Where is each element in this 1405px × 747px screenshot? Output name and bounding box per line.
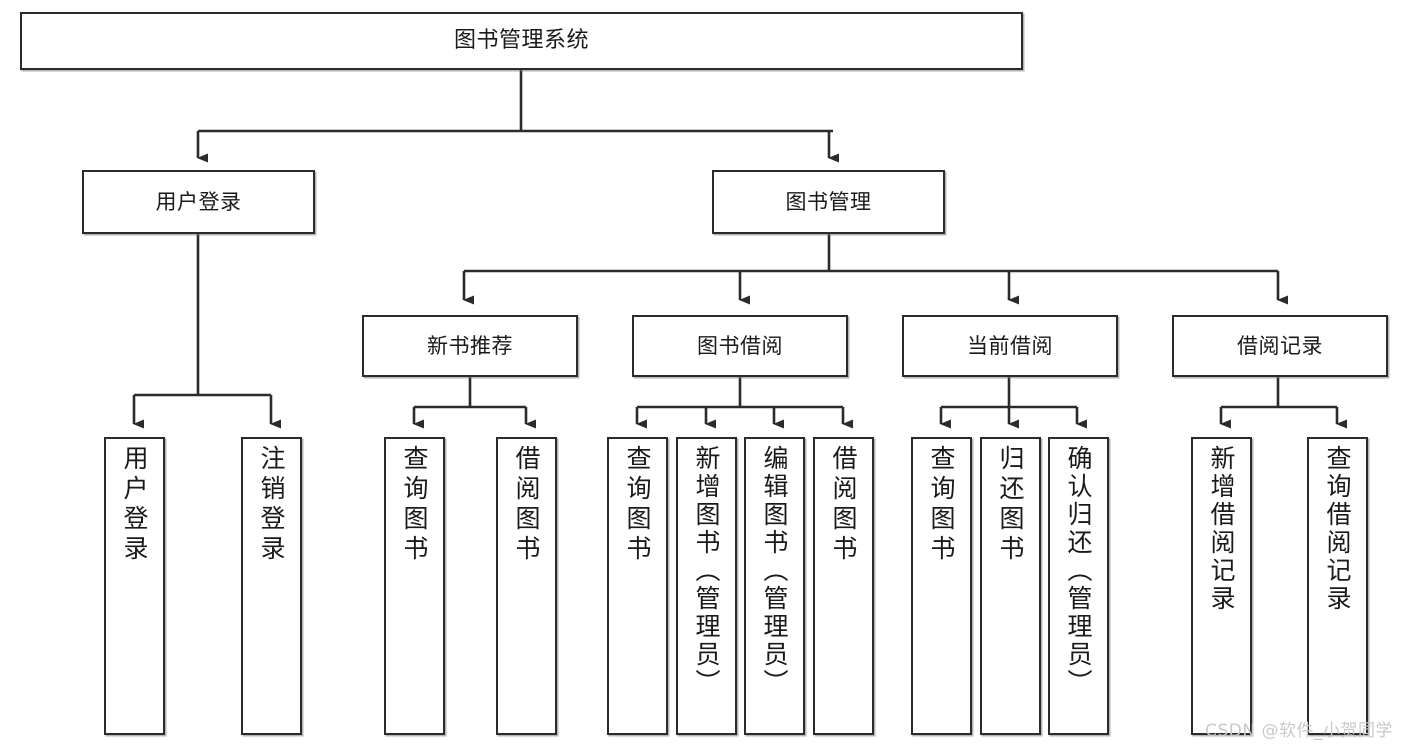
node-label: 借阅记录 xyxy=(1237,333,1323,358)
node-leaf-logout[interactable]: 注销登录 xyxy=(241,437,302,735)
node-leaf-edit-book[interactable]: 编辑图书（管理员） xyxy=(744,437,805,735)
node-leaf-query-record[interactable]: 查询借阅记录 xyxy=(1307,437,1368,735)
node-leaf-query-book-2[interactable]: 查询图书 xyxy=(607,437,668,735)
node-label: 图书管理系统 xyxy=(453,28,589,54)
node-label: 图书借阅 xyxy=(697,333,783,358)
node-label: 注销登录 xyxy=(257,445,286,565)
node-current-borrow[interactable]: 当前借阅 xyxy=(902,315,1118,377)
node-leaf-query-book-1[interactable]: 查询图书 xyxy=(384,437,445,735)
node-leaf-borrow-book-2[interactable]: 借阅图书 xyxy=(813,437,874,735)
node-user-login[interactable]: 用户登录 xyxy=(82,170,315,234)
node-label: 用户登录 xyxy=(155,189,242,214)
node-label: 图书管理 xyxy=(785,189,872,214)
node-label: 确认归还（管理员） xyxy=(1064,445,1093,697)
node-label: 查询借阅记录 xyxy=(1323,445,1352,613)
node-label: 新书推荐 xyxy=(427,333,513,358)
node-label: 用户登录 xyxy=(120,445,149,565)
node-leaf-add-record[interactable]: 新增借阅记录 xyxy=(1191,437,1252,735)
node-leaf-confirm-return[interactable]: 确认归还（管理员） xyxy=(1048,437,1109,735)
csdn-watermark: CSDN @软件_小贺同学 xyxy=(1205,721,1393,741)
node-new-book-recommend[interactable]: 新书推荐 xyxy=(362,315,578,377)
node-leaf-borrow-book-1[interactable]: 借阅图书 xyxy=(496,437,557,735)
node-label: 借阅图书 xyxy=(829,445,858,565)
node-leaf-query-book-3[interactable]: 查询图书 xyxy=(911,437,972,735)
node-book-borrow[interactable]: 图书借阅 xyxy=(632,315,848,377)
node-label: 借阅图书 xyxy=(512,445,541,565)
node-label: 归还图书 xyxy=(996,445,1025,565)
node-label: 新增借阅记录 xyxy=(1207,445,1236,613)
node-label: 新增图书（管理员） xyxy=(692,445,721,697)
node-label: 查询图书 xyxy=(927,445,956,565)
node-root-system[interactable]: 图书管理系统 xyxy=(20,12,1023,70)
node-book-management[interactable]: 图书管理 xyxy=(712,170,945,234)
node-label: 查询图书 xyxy=(400,445,429,565)
node-label: 编辑图书（管理员） xyxy=(760,445,789,697)
node-borrow-record[interactable]: 借阅记录 xyxy=(1172,315,1388,377)
node-leaf-user-login[interactable]: 用户登录 xyxy=(104,437,165,735)
node-label: 当前借阅 xyxy=(967,333,1053,358)
node-leaf-add-book[interactable]: 新增图书（管理员） xyxy=(676,437,737,735)
node-label: 查询图书 xyxy=(623,445,652,565)
node-leaf-return-book[interactable]: 归还图书 xyxy=(980,437,1041,735)
